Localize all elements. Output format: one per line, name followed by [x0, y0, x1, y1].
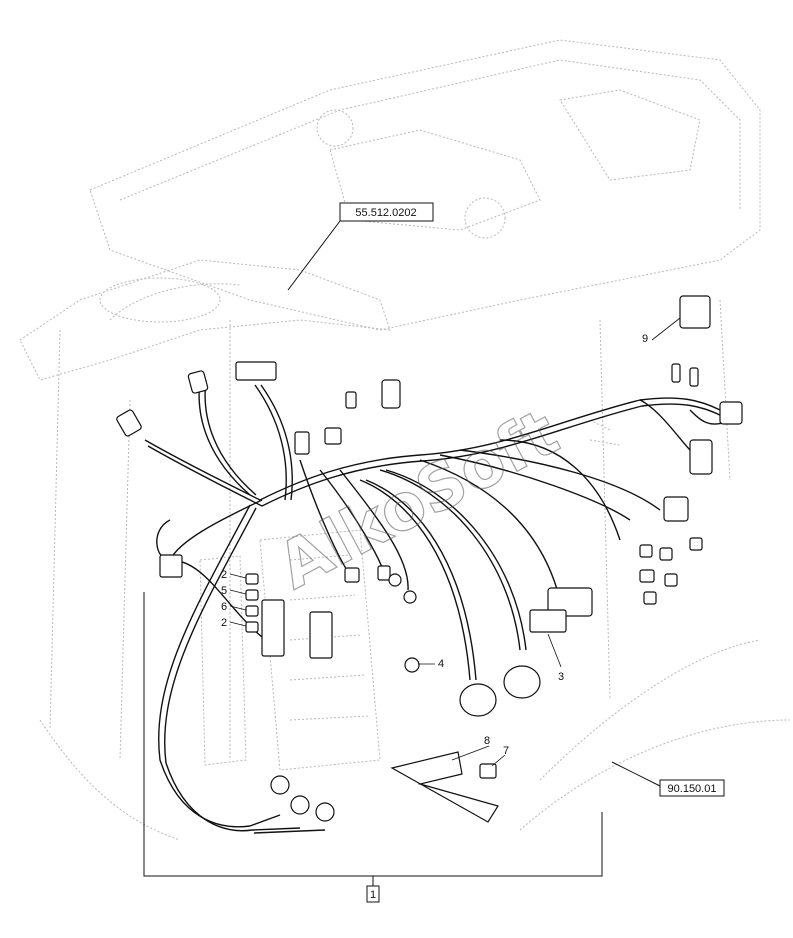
cab-ghost-outline — [19, 39, 791, 841]
callout-2b: 2 — [221, 617, 227, 629]
callout-numbers: 2 5 6 2 4 3 8 7 9 — [221, 333, 648, 757]
ref-box-right: 90.150.01 — [611, 761, 725, 797]
callout-7: 7 — [503, 745, 509, 757]
callout-1: 1 — [370, 889, 376, 901]
label-plate-shape — [390, 751, 499, 823]
callout-2a: 2 — [221, 569, 227, 581]
assembly-bracket — [143, 592, 603, 903]
ref-label-right: 90.150.01 — [668, 783, 717, 795]
connectors — [116, 295, 743, 822]
callout-6: 6 — [221, 601, 227, 613]
callout-4: 4 — [438, 658, 444, 670]
callout-3: 3 — [558, 671, 564, 683]
callout-5: 5 — [221, 585, 227, 597]
callout-9: 9 — [642, 333, 648, 345]
watermark: AlkoSoft — [266, 396, 570, 604]
ref-box-top: 55.512.0202 — [287, 202, 434, 291]
callout-leaders — [229, 317, 681, 767]
callout-8: 8 — [484, 735, 490, 747]
ref-label-top: 55.512.0202 — [355, 207, 416, 219]
